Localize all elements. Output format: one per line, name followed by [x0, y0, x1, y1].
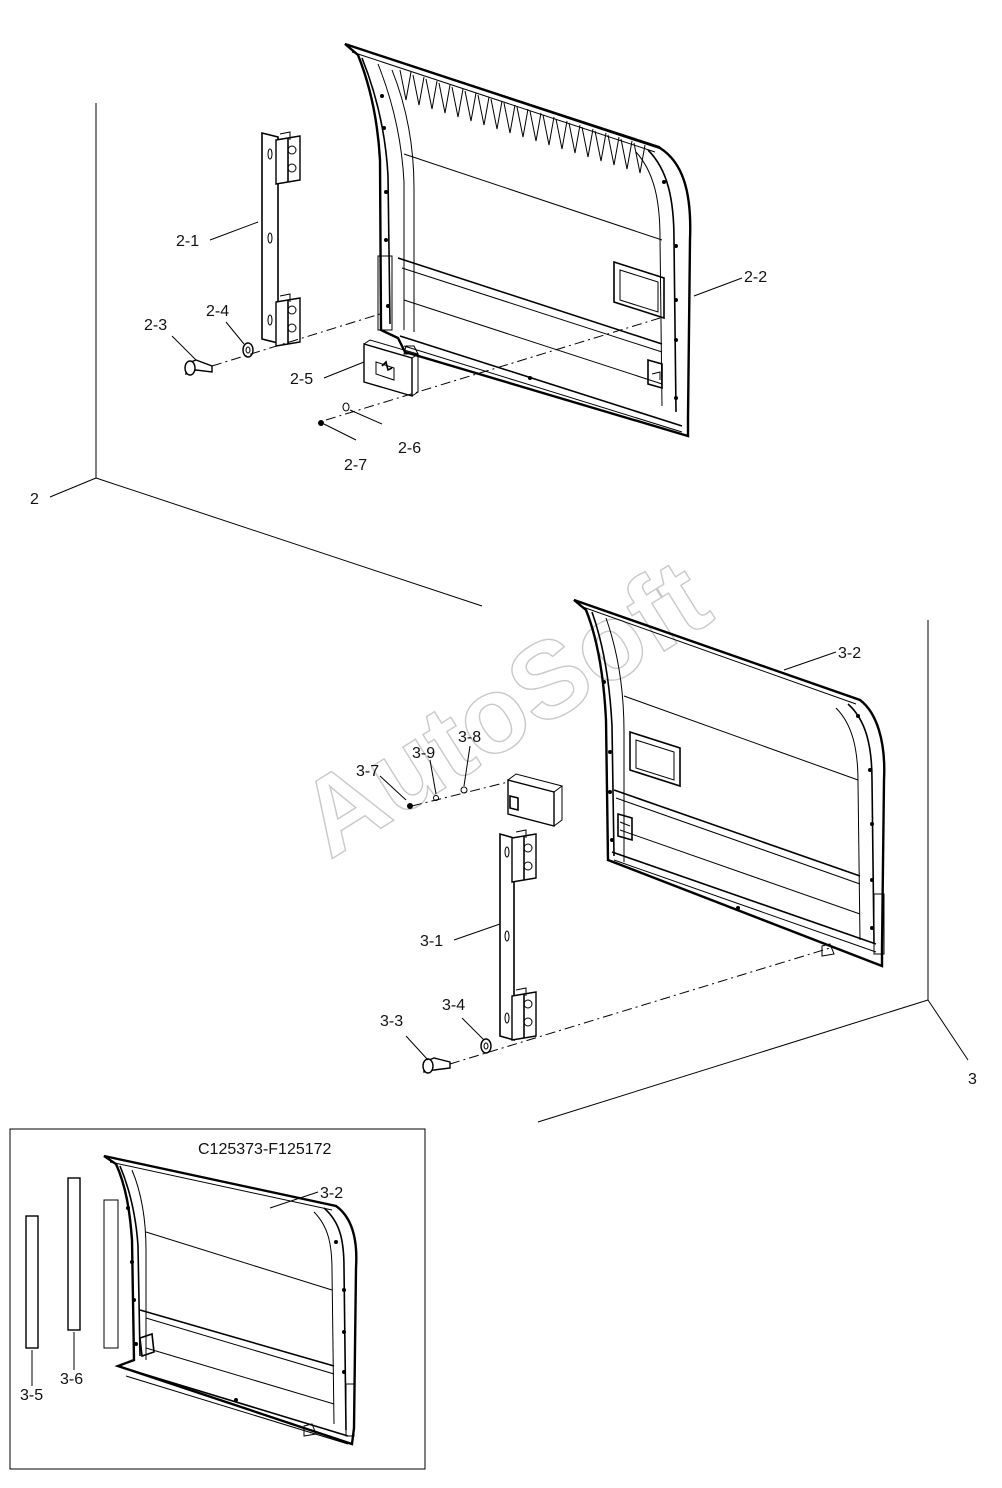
- label-3-7: 3-7: [356, 763, 379, 780]
- view3-door-panel: [573, 598, 886, 968]
- inset-box: C125373-F125172: [9, 1128, 426, 1470]
- view2-fasteners: [184, 342, 350, 426]
- view3-fasteners: [407, 786, 492, 1074]
- view3-hinge-bar: [499, 829, 537, 1042]
- label-3-1: 3-1: [420, 933, 443, 950]
- label-3-6: 3-6: [60, 1371, 83, 1388]
- label-3-4: 3-4: [442, 997, 465, 1014]
- label-inset-3-2: 3-2: [320, 1185, 343, 1202]
- label-2-3: 2-3: [144, 317, 167, 334]
- view2-door-panel: [344, 42, 692, 438]
- view2-latch-block: [363, 339, 420, 397]
- view2-frame: [49, 103, 483, 607]
- view2-leaders: [171, 221, 743, 441]
- label-view-2: 2: [30, 491, 39, 508]
- label-2-6: 2-6: [398, 440, 421, 457]
- watermark: AutoSoft: [278, 535, 729, 879]
- label-2-4: 2-4: [206, 303, 229, 320]
- label-2-1: 2-1: [176, 233, 199, 250]
- view3-leaders: [379, 651, 837, 1061]
- view3-centerlines: [411, 781, 831, 1065]
- label-2-7: 2-7: [344, 457, 367, 474]
- label-3-2: 3-2: [838, 645, 861, 662]
- label-3-8: 3-8: [458, 729, 481, 746]
- label-3-9: 3-9: [412, 745, 435, 762]
- label-view-3: 3: [968, 1071, 977, 1088]
- view2-centerlines: [211, 313, 661, 421]
- label-3-3: 3-3: [380, 1013, 403, 1030]
- view2-hinge-bar: [261, 131, 301, 347]
- seal-strip-3-6: [67, 1177, 81, 1331]
- label-3-5: 3-5: [20, 1387, 43, 1404]
- label-2-5: 2-5: [290, 371, 313, 388]
- seal-strip-3-5: [25, 1215, 39, 1349]
- label-2-2: 2-2: [744, 269, 767, 286]
- view3-frame: [537, 620, 969, 1123]
- inset-serial-range: C125373-F125172: [198, 1141, 332, 1158]
- view3-latch-block: [507, 773, 564, 827]
